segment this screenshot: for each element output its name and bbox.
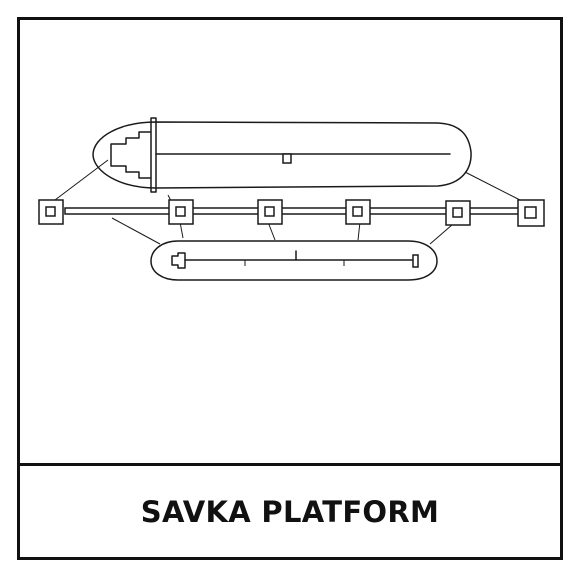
caption-panel: SAVKA PLATFORM xyxy=(20,466,560,557)
lower-hull-bow xyxy=(171,252,186,269)
illustration-frame: SAVKA PLATFORM xyxy=(17,17,563,560)
upper-hull-marker xyxy=(282,153,292,164)
mooring-line xyxy=(111,217,161,245)
float xyxy=(517,199,545,227)
mooring-line xyxy=(357,221,361,241)
float xyxy=(345,199,371,225)
floats xyxy=(38,199,545,227)
mooring-lines xyxy=(54,159,521,245)
superstructure xyxy=(110,117,157,193)
lower-hull-stern xyxy=(412,254,419,268)
caption-divider xyxy=(20,463,560,466)
platform-diagram xyxy=(38,117,545,281)
mooring-line xyxy=(54,159,109,201)
lower-hull-outline xyxy=(150,240,438,281)
lower-hull xyxy=(150,240,438,281)
float xyxy=(257,199,283,225)
caption-title: SAVKA PLATFORM xyxy=(140,494,440,529)
upper-hull xyxy=(92,117,472,193)
mooring-line xyxy=(267,221,276,241)
float xyxy=(38,199,64,225)
mooring-line xyxy=(464,171,521,201)
float xyxy=(445,200,471,226)
float xyxy=(168,199,194,225)
